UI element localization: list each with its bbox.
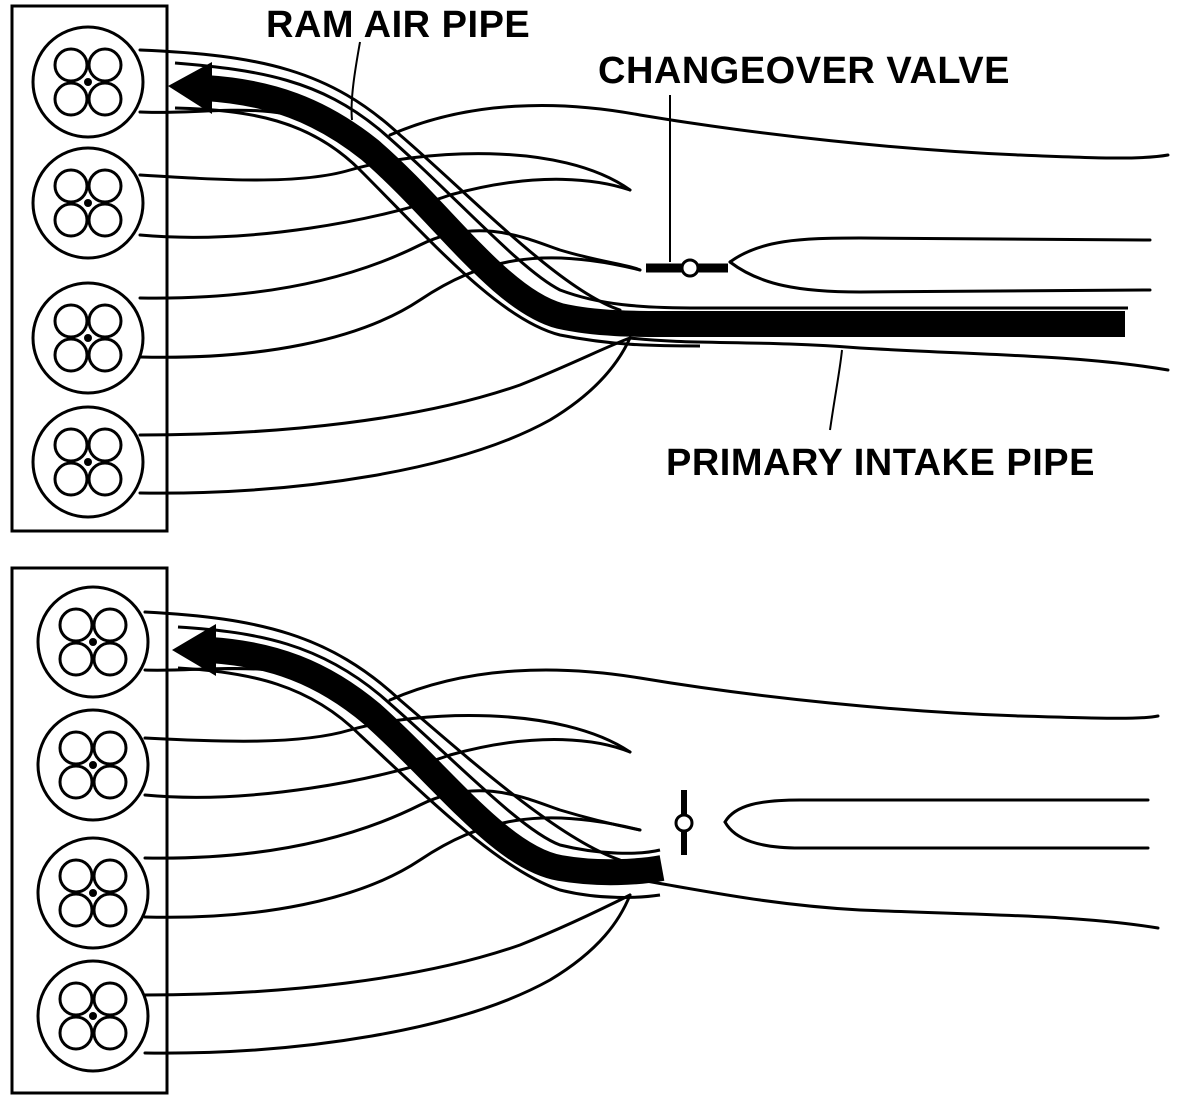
runner-line	[138, 48, 622, 312]
runner-line	[143, 738, 632, 799]
top-flow-arrow	[204, 75, 1125, 338]
ram-pipe-outer	[177, 625, 661, 855]
ram-pipe-inner	[174, 106, 701, 348]
bottom-flow-arrow	[209, 637, 665, 886]
ram-leader	[350, 41, 361, 121]
runner-line	[143, 789, 642, 860]
plenum-wall	[728, 260, 1152, 294]
runner-line	[143, 713, 632, 754]
plenum-wall	[723, 820, 1150, 850]
primary-intake-pipe-label: PRIMARY INTAKE PIPE	[666, 442, 1095, 484]
changeover-valve-label: CHANGEOVER VALVE	[598, 50, 1010, 92]
runner-line	[143, 893, 632, 997]
runner-line	[138, 229, 642, 300]
runner-line	[138, 256, 642, 359]
runner-line	[138, 336, 632, 437]
runner-line	[138, 177, 632, 239]
plenum-wall	[728, 236, 1152, 264]
top-ram-air-pipe	[168, 61, 1128, 348]
runner-line	[138, 336, 632, 495]
bottom-arrowhead	[172, 624, 216, 676]
ram-pipe-inner	[177, 666, 661, 899]
ram-air-pipe-label: RAM AIR PIPE	[266, 4, 531, 46]
top-arrowhead	[168, 62, 212, 114]
plenum-wall	[388, 668, 1160, 720]
runner-line	[143, 893, 632, 1055]
primary-leader	[829, 349, 843, 431]
bottom-changeover-valve	[674, 790, 694, 855]
ram-pipe-outer	[174, 61, 1128, 310]
plenum-wall	[638, 878, 1160, 930]
plenum-wall	[723, 798, 1150, 824]
plenum-wall	[388, 103, 1170, 160]
top-changeover-valve	[646, 95, 728, 278]
runner-line	[143, 816, 642, 919]
bottom-ram-air-pipe	[172, 624, 665, 899]
runner-line	[143, 610, 622, 862]
plenum-wall	[628, 336, 1170, 372]
